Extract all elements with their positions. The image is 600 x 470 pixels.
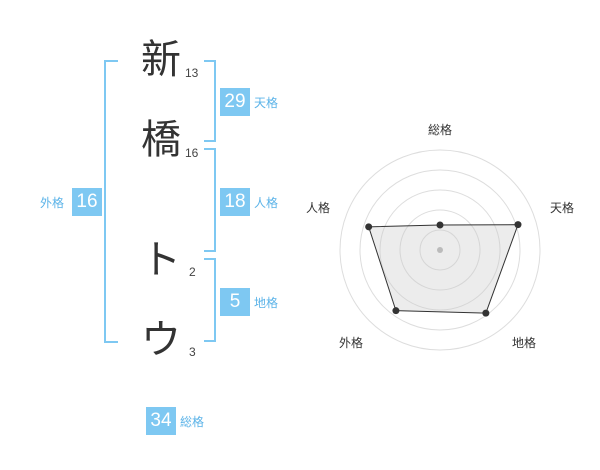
radar-data-polygon <box>367 224 519 314</box>
radar-grid-ring <box>359 169 521 331</box>
radar-axis-label-chikaku: 地格 <box>511 336 536 350</box>
radar-grid-ring <box>399 209 481 291</box>
soukaku-label: 総格 <box>180 415 205 429</box>
jinkaku-bracket <box>204 148 216 252</box>
stroke-count-4: 3 <box>189 345 196 359</box>
radar-point-3 <box>482 309 490 317</box>
jinkaku-label: 人格 <box>254 196 279 210</box>
radar-axis-label-soukaku: 総格 <box>427 123 452 137</box>
gaikaku-label: 外格 <box>40 196 65 210</box>
stroke-count-1: 13 <box>185 66 199 80</box>
name-char-2: 橋 <box>141 117 181 163</box>
name-char-4: ウ <box>141 317 181 363</box>
name-char-3: ト <box>141 237 181 283</box>
soukaku-value: 34 <box>146 407 176 435</box>
name-char-1: 新 <box>141 37 181 83</box>
radar-point-2 <box>514 221 522 229</box>
radar-point-4 <box>392 307 400 315</box>
radar-axis-label-tenkaku: 天格 <box>549 201 574 215</box>
radar-axis-label-jinkaku: 人格 <box>305 201 330 215</box>
chikaku-bracket <box>204 258 216 342</box>
tenkaku-label: 天格 <box>254 96 279 110</box>
stroke-count-2: 16 <box>185 146 199 160</box>
gaikaku-value: 16 <box>72 188 102 216</box>
gaikaku-bracket <box>104 60 118 343</box>
radar-point-5 <box>365 223 373 231</box>
chikaku-label: 地格 <box>254 296 279 310</box>
radar-axis-label-gaikaku: 外格 <box>338 336 363 350</box>
radar-point-1 <box>436 221 444 229</box>
tenkaku-value: 29 <box>220 88 250 116</box>
radar-center-dot <box>437 247 443 253</box>
stroke-count-3: 2 <box>189 265 196 279</box>
tenkaku-bracket <box>204 60 216 142</box>
jinkaku-value: 18 <box>220 188 250 216</box>
chikaku-value: 5 <box>220 288 250 316</box>
radar-grid-ring <box>419 229 461 271</box>
radar-grid-ring <box>339 149 541 351</box>
radar-grid-ring <box>379 189 501 311</box>
